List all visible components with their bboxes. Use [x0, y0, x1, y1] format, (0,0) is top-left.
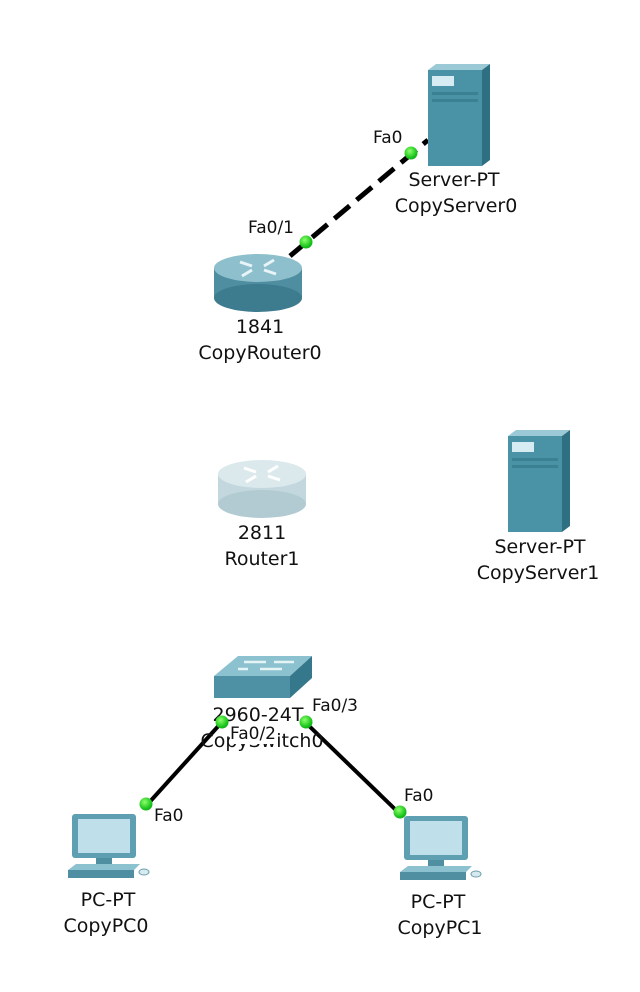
copyserver0-name-label: CopyServer0: [394, 195, 518, 217]
copyserver1-model-label: Server-PT: [494, 536, 586, 558]
port-status-dot-router0-fa01: [299, 235, 313, 249]
router1-model-label: 2811: [237, 522, 287, 544]
copyserver0-model-label: Server-PT: [408, 169, 500, 191]
link-router0-server0[interactable]: [288, 138, 430, 258]
port-label-pc1-fa0: Fa0: [404, 786, 434, 806]
router-icon-copyrouter0[interactable]: [210, 250, 306, 320]
link-switch-pc0[interactable]: [144, 720, 224, 808]
port-status-dot-switch-fa03: [299, 715, 313, 729]
router-icon-router1[interactable]: [214, 456, 310, 526]
copyrouter0-name-label: CopyRouter0: [198, 342, 322, 364]
port-status-dot-switch-fa02: [215, 715, 229, 729]
port-status-dot-pc1-fa0: [393, 805, 407, 819]
port-label-switch-fa02: Fa0/2: [230, 724, 276, 744]
port-status-dot-server0-fa0: [404, 146, 418, 160]
link-switch-pc1[interactable]: [303, 720, 402, 816]
router1-name-label: Router1: [224, 548, 300, 570]
server-icon-copyserver1[interactable]: [500, 430, 572, 538]
port-label-router0-fa01: Fa0/1: [248, 218, 294, 238]
port-label-server0-fa0: Fa0: [373, 128, 403, 148]
copypc0-name-label: CopyPC0: [63, 915, 149, 937]
copypc1-name-label: CopyPC1: [397, 917, 483, 939]
port-status-dot-pc0-fa0: [139, 797, 153, 811]
copypc0-model-label: PC-PT: [80, 889, 136, 911]
port-label-pc0-fa0: Fa0: [154, 806, 184, 826]
port-label-switch-fa03: Fa0/3: [312, 696, 358, 716]
copypc1-model-label: PC-PT: [410, 891, 466, 913]
copyrouter0-model-label: 1841: [235, 316, 285, 338]
copyserver1-name-label: CopyServer1: [476, 562, 600, 584]
pc-icon-copypc0[interactable]: [64, 812, 154, 888]
copyswitch0-model-label: 2960-24T: [212, 704, 304, 726]
server-icon-copyserver0[interactable]: [420, 64, 492, 172]
switch-icon-copyswitch0[interactable]: [208, 654, 318, 708]
pc-icon-copypc1[interactable]: [396, 814, 486, 890]
